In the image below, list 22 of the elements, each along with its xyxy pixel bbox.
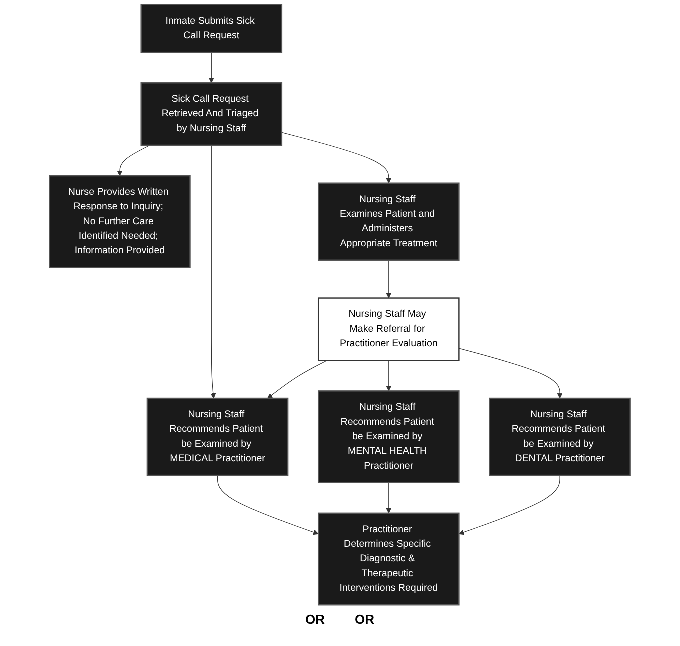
node-box: Nursing Staff May Make Referral for Practitioner Evaluation [318,298,460,362]
node-box: Practitioner Determines Specific Diagnostic & Therapeutic Interventions Required [318,512,460,606]
note-text: OR [306,612,325,627]
arrow [458,348,563,399]
note-text: OR [355,612,374,627]
arrow [386,360,392,392]
arrow [210,145,216,399]
arrow [282,132,392,184]
node-box: Inmate Submits Sick Call Request [140,4,283,54]
node-box: Nursing Staff Recommends Patient be Examined by MENTAL HEALTH Practitioner [318,390,460,484]
node-box: Nursing Staff Recommends Patient be Examined by DENTAL Practitioner [489,398,631,476]
arrow [268,360,328,399]
node-box: Nursing Staff Recommends Patient be Examined by MEDICAL Practitioner [146,398,289,476]
arrow [386,260,392,299]
node-box: Nurse Provides Written Response to Inquiry; No Further Care Identified Needed; Information Provided [49,175,191,268]
node-box: Nursing Staff Examines Patient and Administers Appropriate Treatment [318,182,460,261]
arrow [458,475,560,536]
node-box: Sick Call Request Retrieved And Triaged by Nursing Staff [140,82,283,146]
arrow [117,145,150,176]
arrow [217,475,319,536]
arrow [386,482,392,514]
arrow [208,52,214,84]
